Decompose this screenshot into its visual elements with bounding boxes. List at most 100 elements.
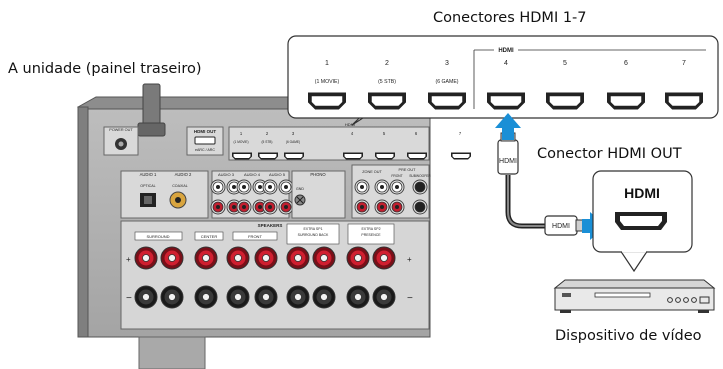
receiver-port-sublabel: (1 MOVIE) (233, 140, 248, 144)
speaker-post-negative (160, 285, 184, 309)
device-hdmi-label: HDMI (624, 185, 660, 201)
speaker-post-negative (254, 285, 278, 309)
zoom-port-sublabel: (1 MOVIE) (315, 79, 340, 85)
center-label: CENTER (201, 234, 218, 239)
receiver-hdmi-out-label: HDMI OUT (194, 129, 216, 134)
zoom-port-number: 2 (385, 60, 389, 67)
speaker-post-positive (312, 246, 336, 270)
speaker-terminals: SPEAKERS SURROUND CENTER FRONT EXTRA SP1… (120, 220, 430, 330)
audio5-label: AUDIO 5 (269, 172, 286, 177)
speaker-post-positive (160, 246, 184, 270)
hdmi-cable: HDMI HDMI (497, 132, 584, 236)
receiver-port-number: 2 (266, 131, 269, 136)
rca-jack-white (389, 179, 405, 195)
svg-text:−: − (407, 293, 413, 304)
zoom-port-sublabel: (6 GAME) (435, 79, 458, 85)
speaker-post-positive (372, 246, 396, 270)
presence-label: PRESENCE (361, 233, 381, 237)
horizontal-plug-label: HDMI (552, 223, 570, 230)
rca-jack-white (210, 179, 226, 195)
rca-jack-white (262, 179, 278, 195)
speakers-label: SPEAKERS (258, 223, 283, 228)
receiver-port-number: 7 (459, 131, 462, 136)
rca-jack-sub (412, 179, 428, 195)
receiver-foot (138, 336, 206, 369)
speaker-post-positive (254, 246, 278, 270)
connectors-caption: Conectores HDMI 1-7 (433, 10, 587, 26)
svg-text:+: + (126, 255, 131, 264)
zone-out-label: ZONE OUT (362, 170, 382, 174)
rca-jack-white (278, 179, 294, 195)
rca-jack-red (278, 199, 294, 215)
extra-sp2-label: EXTRA SP2 (361, 227, 380, 231)
zoom-hdmi-group-label: HDMI (498, 48, 514, 54)
zoom-port-number: 3 (445, 60, 449, 67)
device-hdmi-port (615, 212, 667, 230)
rca-jack-red (354, 199, 370, 215)
zoom-port-number: 1 (325, 60, 329, 67)
cable-plug-vertical (497, 139, 519, 175)
hdmi-out-caption: Conector HDMI OUT (537, 146, 682, 162)
device-caption: Dispositivo de vídeo (555, 328, 702, 344)
unit-caption: A unidade (painel traseiro) (8, 61, 202, 77)
power-out-label: POWER OUT (109, 128, 133, 132)
zoom-port-number: 4 (504, 60, 508, 67)
receiver-port-number: 4 (351, 131, 354, 136)
audio1-label: AUDIO 1 (140, 172, 157, 177)
receiver-port-number: 6 (415, 131, 418, 136)
zoom-port-number: 7 (682, 60, 686, 67)
rca-jack-white (236, 179, 252, 195)
gnd-label: GND (296, 187, 304, 191)
audio3-label: AUDIO 3 (218, 172, 235, 177)
speaker-post-negative (346, 285, 370, 309)
rca-jack-sub (412, 199, 428, 215)
receiver-audio-section: AUDIO 1 OPTICAL AUDIO 2 COAXIAL AUDIO 3 … (120, 164, 431, 219)
speaker-post-negative (372, 285, 396, 309)
rca-jack-red (374, 199, 390, 215)
power-out-jack: POWER OUT (103, 126, 139, 156)
speaker-post-negative (226, 285, 250, 309)
receiver-hdmi-group-label: HDMI (345, 122, 355, 127)
optical-label: OPTICAL (140, 184, 155, 188)
rca-jack-white (354, 179, 370, 195)
earc-label: eARC / ARC (195, 148, 215, 152)
speaker-post-negative (194, 285, 218, 309)
rca-jack-white (374, 179, 390, 195)
rca-jack-red (210, 199, 226, 215)
zoom-port-number: 6 (624, 60, 628, 67)
audio2-label: AUDIO 2 (175, 172, 192, 177)
svg-text:−: − (126, 293, 132, 304)
surround-label: SURROUND (146, 234, 169, 239)
rca-jack-red (236, 199, 252, 215)
subwoofer-label: SUBWOOFER (409, 174, 431, 178)
receiver-hdmi-out: HDMI OUT eARC / ARC (186, 126, 224, 156)
pre-out-label: PRE OUT (399, 168, 417, 172)
up-arrow (495, 113, 521, 140)
speaker-post-positive (226, 246, 250, 270)
speaker-post-positive (346, 246, 370, 270)
speaker-post-negative (134, 285, 158, 309)
surround-back-label: SURROUND BACK (298, 233, 329, 237)
front-speaker-label: FRONT (248, 234, 262, 239)
speaker-post-positive (194, 246, 218, 270)
zoom-port-number: 5 (563, 60, 567, 67)
coaxial-label: COAXIAL (172, 184, 188, 188)
speaker-post-positive (286, 246, 310, 270)
device-hdmi-callout: HDMI (592, 170, 693, 273)
vertical-plug-label: HDMI (499, 158, 517, 165)
rca-jack-red (389, 199, 405, 215)
speaker-post-negative (312, 285, 336, 309)
receiver-port-number: 3 (292, 131, 295, 136)
antenna (137, 83, 166, 137)
phono-label: PHONO (310, 172, 326, 177)
pre-out-front-label: FRONT (391, 174, 402, 178)
receiver-port-number: 1 (240, 131, 243, 136)
speaker-post-negative (286, 285, 310, 309)
receiver-port-number: 5 (383, 131, 386, 136)
receiver-port-sublabel: (6 GAME) (286, 140, 300, 144)
audio4-label: AUDIO 4 (244, 172, 261, 177)
svg-text:+: + (407, 255, 412, 264)
